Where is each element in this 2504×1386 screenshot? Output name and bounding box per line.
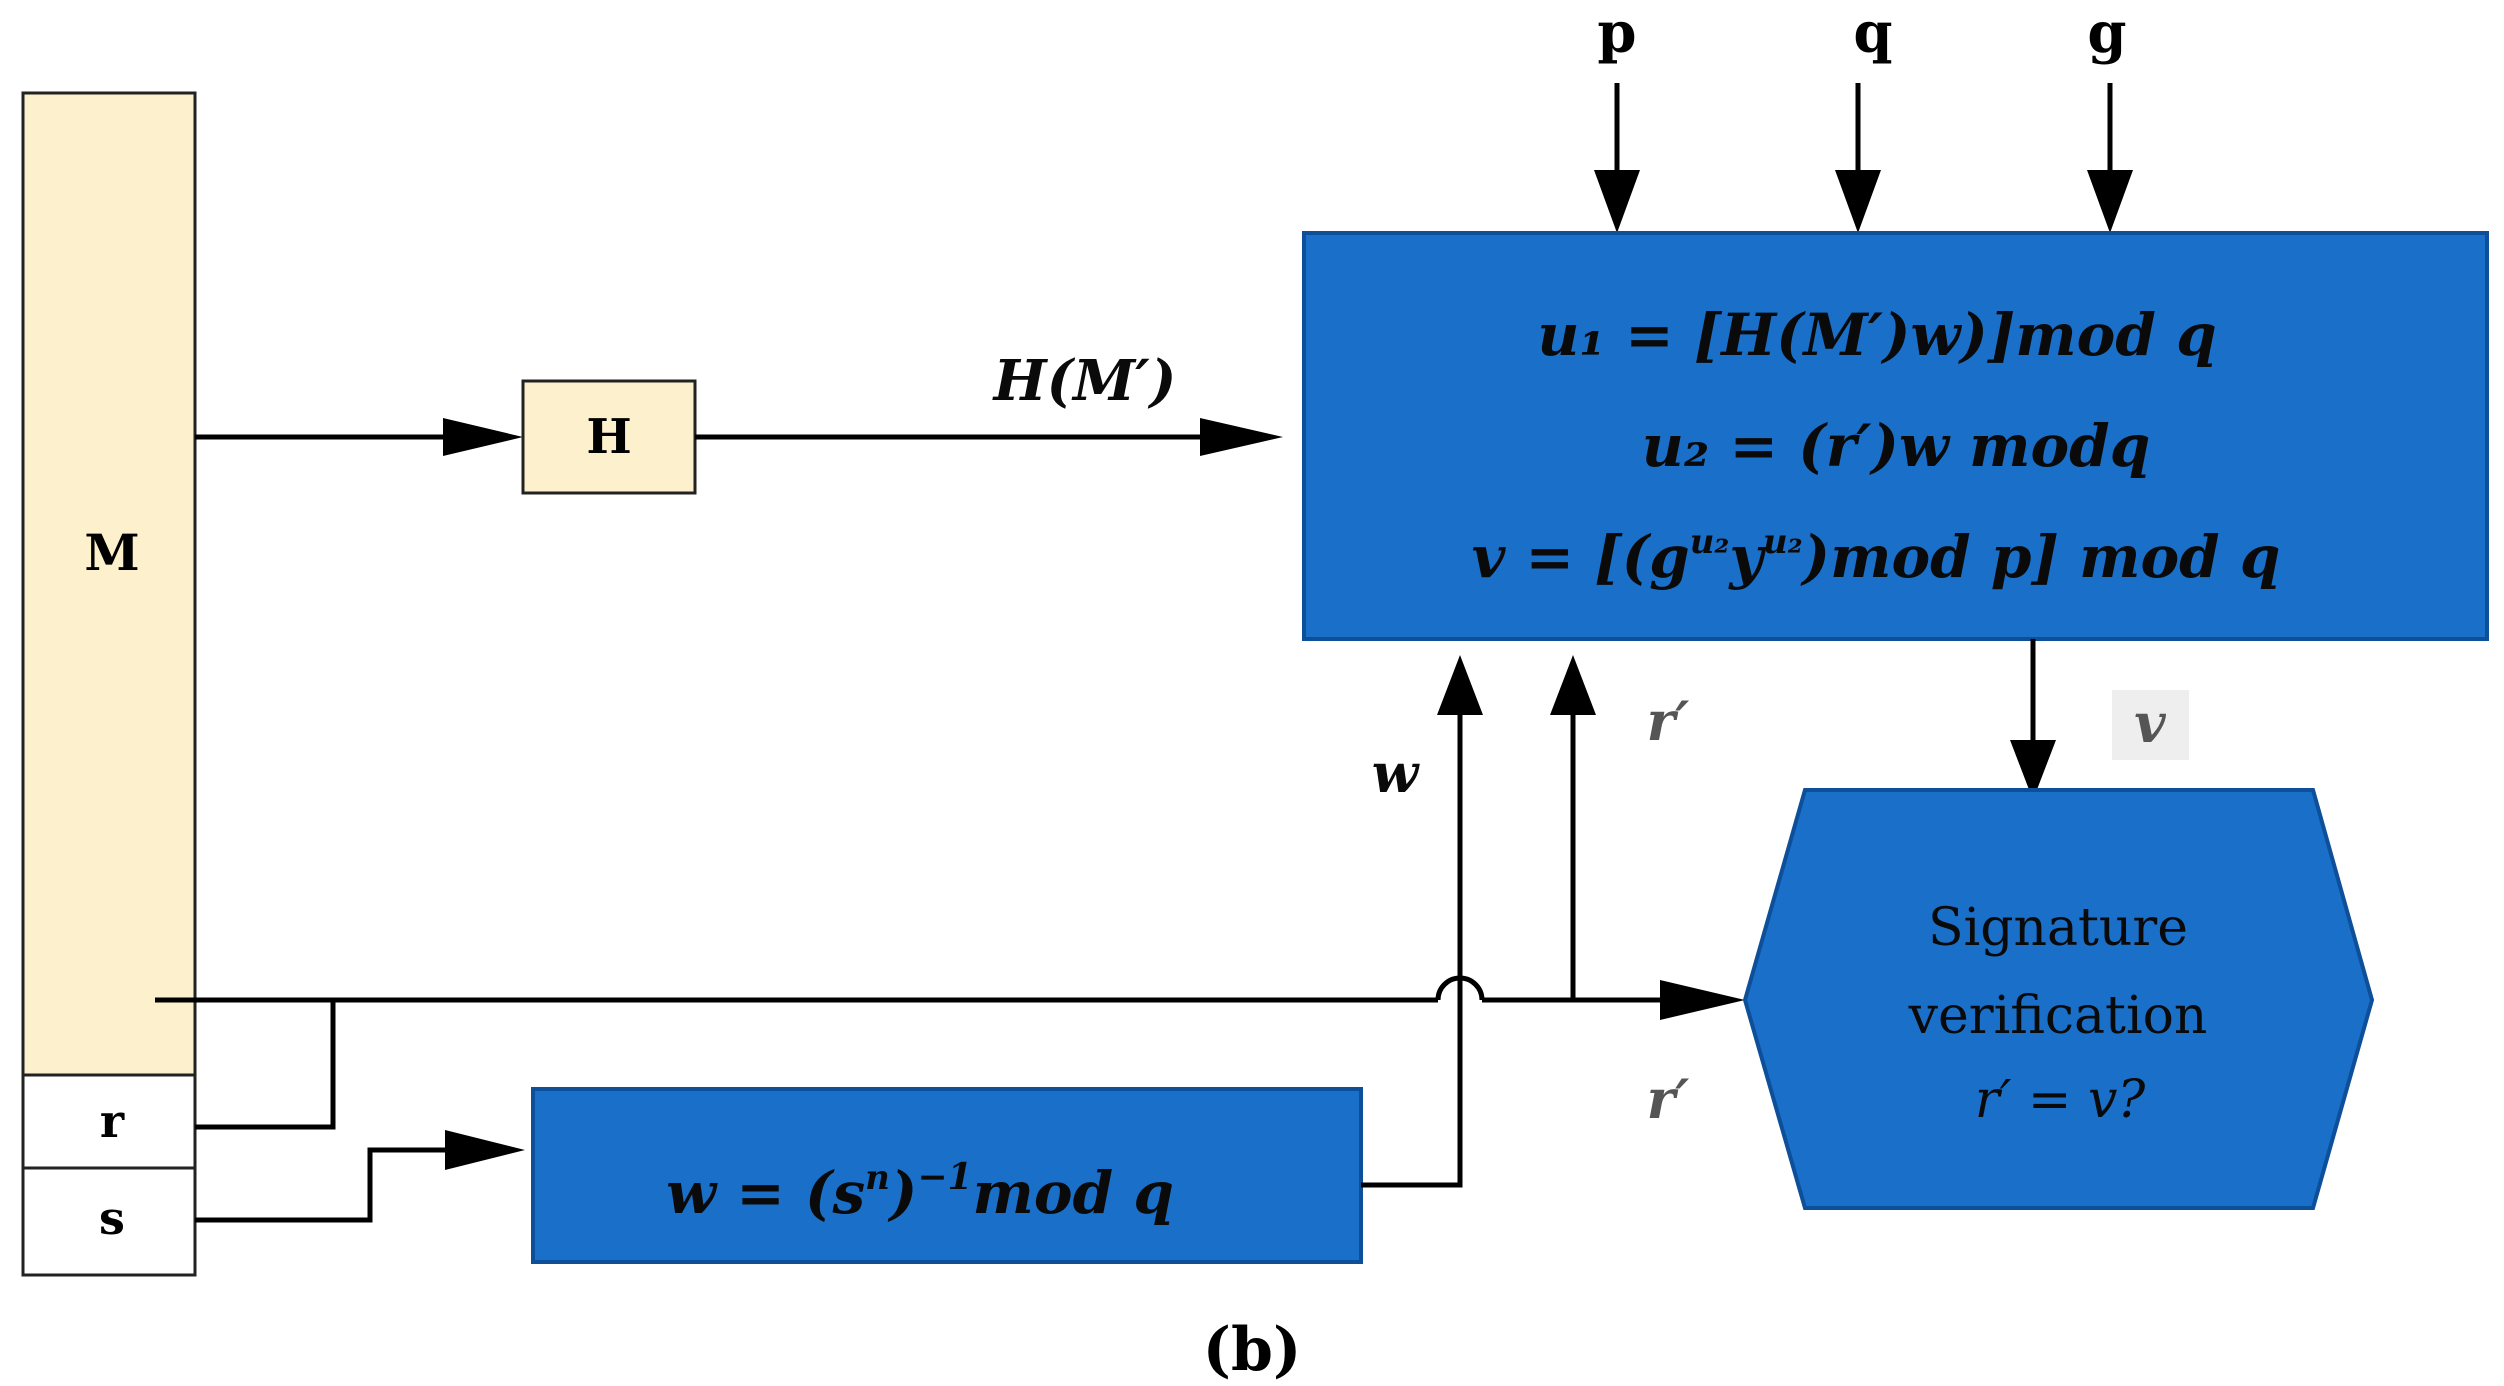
verify-computation-box — [1302, 231, 2489, 641]
w-equation: w = (sn)−1mod q — [666, 1156, 1174, 1227]
u2-equation: u₂ = (r′)w modq — [1642, 412, 2151, 480]
r-cell-connector — [195, 1000, 336, 1130]
param-q-label: q — [1853, 0, 1892, 66]
hash-box-label: H — [586, 409, 631, 465]
r-prime-bottom-label: r′ — [1647, 1067, 1690, 1131]
param-p-label: p — [1597, 0, 1636, 66]
message-label: M — [84, 523, 139, 582]
r-cell — [21, 1073, 197, 1170]
param-p-arrowhead — [1594, 170, 1640, 233]
r-main-arrowhead — [1660, 980, 1745, 1020]
figure-caption: (b) — [1203, 1315, 1302, 1385]
m-to-hash-arrowhead — [443, 418, 523, 456]
v-output-arrowhead — [2010, 740, 2056, 800]
signature-verification-hexagon — [1742, 788, 2375, 1210]
param-g-arrowhead — [2087, 170, 2133, 233]
param-g-label: g — [2087, 0, 2126, 66]
sig-verif-line3: r′ = v? — [1975, 1070, 2147, 1130]
w-output-arrowhead — [1437, 655, 1483, 715]
v-label: v — [2134, 691, 2166, 755]
hash-output-label: H(M′) — [992, 348, 1177, 414]
u1-equation: u₁ = [H(M′)w)]mod q — [1537, 301, 2216, 369]
w-label: w — [1372, 741, 1421, 805]
param-q-arrowhead — [1835, 170, 1881, 233]
sig-verif-line1: Signature — [1928, 898, 2188, 958]
w-output-line — [1361, 710, 1463, 1188]
r-prime-top-label: r′ — [1647, 689, 1690, 753]
s-label: s — [99, 1191, 125, 1245]
s-cell-connector — [195, 1147, 470, 1223]
hash-to-verify-arrowhead — [1200, 418, 1283, 456]
hash-box — [521, 379, 697, 495]
v-label-bg — [2112, 690, 2189, 760]
v-equation: v = [(gu₂yu₂)mod p] mod q — [1472, 522, 2281, 591]
r-prime-branch-arrowhead — [1550, 655, 1596, 715]
r-label: r — [100, 1094, 125, 1148]
s-to-w-arrowhead — [445, 1130, 525, 1170]
message-block — [21, 91, 197, 1077]
s-cell — [21, 1166, 197, 1277]
w-computation-box — [531, 1087, 1363, 1264]
sig-verif-line2: verification — [1908, 986, 2208, 1046]
